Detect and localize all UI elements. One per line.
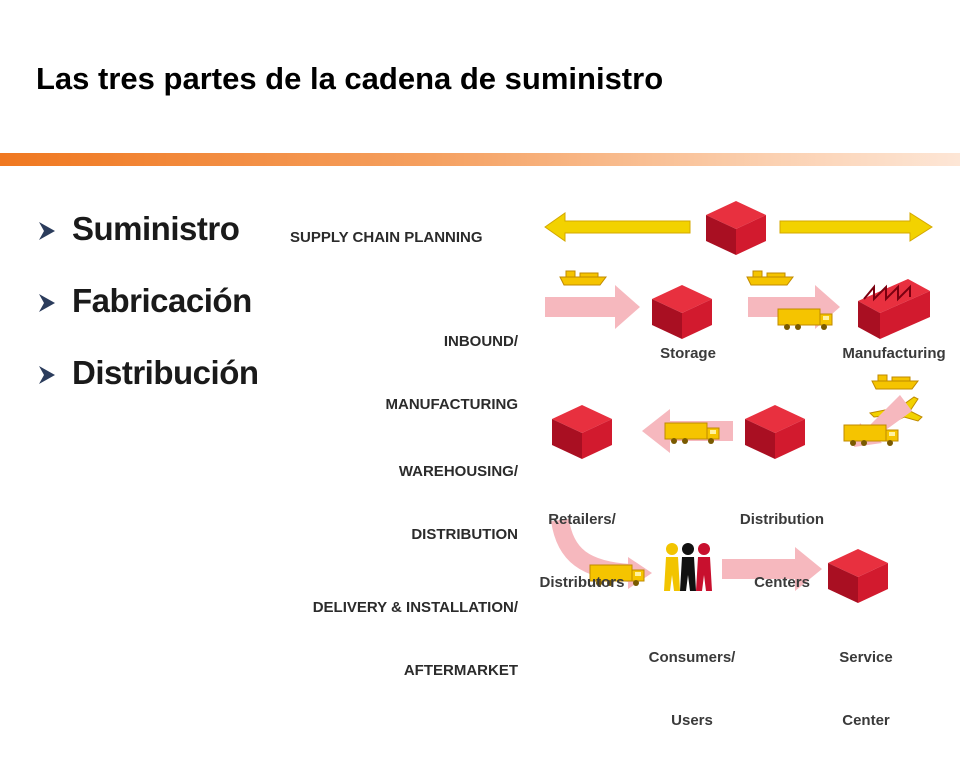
- node-label-line: Center: [842, 712, 890, 729]
- planning-building-icon: [706, 201, 766, 255]
- label-delivery-line: DELIVERY & INSTALLATION/: [312, 599, 518, 616]
- node-label-line: Retailers/: [548, 511, 616, 528]
- label-delivery-line: AFTERMARKET: [403, 662, 518, 679]
- node-label-distribution-centers: Distribution Centers: [712, 467, 852, 635]
- label-supply-chain-planning: SUPPLY CHAIN PLANNING: [290, 229, 483, 246]
- bullet-text: Fabricación: [72, 282, 252, 319]
- node-label-service-center: Service Center: [796, 605, 936, 773]
- slide-title: Las tres partes de la cadena de suminist…: [36, 61, 664, 96]
- bullet-text: Suministro: [72, 210, 240, 247]
- retailers-building-icon: [552, 405, 612, 459]
- storage-building-icon: [652, 285, 712, 339]
- distribution-center-building-icon: [745, 405, 805, 459]
- node-label-line: Users: [671, 712, 713, 729]
- label-warehousing-line: DISTRIBUTION: [411, 526, 518, 543]
- consumers-people-icon: [664, 543, 712, 591]
- planning-right-arrow: [779, 212, 933, 242]
- node-label-manufacturing: Manufacturing: [842, 345, 946, 362]
- ship-icon: [746, 270, 794, 286]
- label-warehousing: WAREHOUSING/ DISTRIBUTION: [399, 419, 518, 587]
- node-label-retailers: Retailers/ Distributors: [512, 467, 652, 635]
- supply-chain-diagram: SUPPLY CHAIN PLANNING INBOUND/ MANUFACTU…: [260, 185, 960, 729]
- title-divider: [0, 153, 960, 166]
- arrowhead-bullet-icon: [39, 222, 55, 240]
- node-label-line: Centers: [754, 574, 810, 591]
- planning-left-arrow: [544, 212, 691, 242]
- ship-icon: [559, 270, 607, 286]
- label-inbound: INBOUND/ MANUFACTURING: [386, 289, 519, 457]
- bullet-text: Distribución: [72, 354, 259, 391]
- label-inbound-line: INBOUND/: [443, 333, 518, 350]
- node-label-line: Consumers/: [648, 649, 736, 666]
- label-warehousing-line: WAREHOUSING/: [398, 463, 518, 480]
- node-label-storage: Storage: [660, 345, 716, 362]
- node-label-consumers: Consumers/ Users: [622, 605, 762, 773]
- delivery-arrow: [722, 547, 822, 591]
- inbound-arrow-1: [545, 285, 640, 329]
- label-delivery: DELIVERY & INSTALLATION/ AFTERMARKET: [313, 555, 518, 723]
- node-label-line: Distribution: [739, 511, 825, 528]
- node-label-line: Distributors: [539, 574, 625, 591]
- ship-icon: [871, 374, 919, 390]
- arrowhead-bullet-icon: [39, 366, 55, 384]
- factory-icon: [858, 279, 930, 339]
- arrowhead-bullet-icon: [39, 294, 55, 312]
- node-label-line: Service: [839, 649, 893, 666]
- label-inbound-line: MANUFACTURING: [385, 396, 519, 413]
